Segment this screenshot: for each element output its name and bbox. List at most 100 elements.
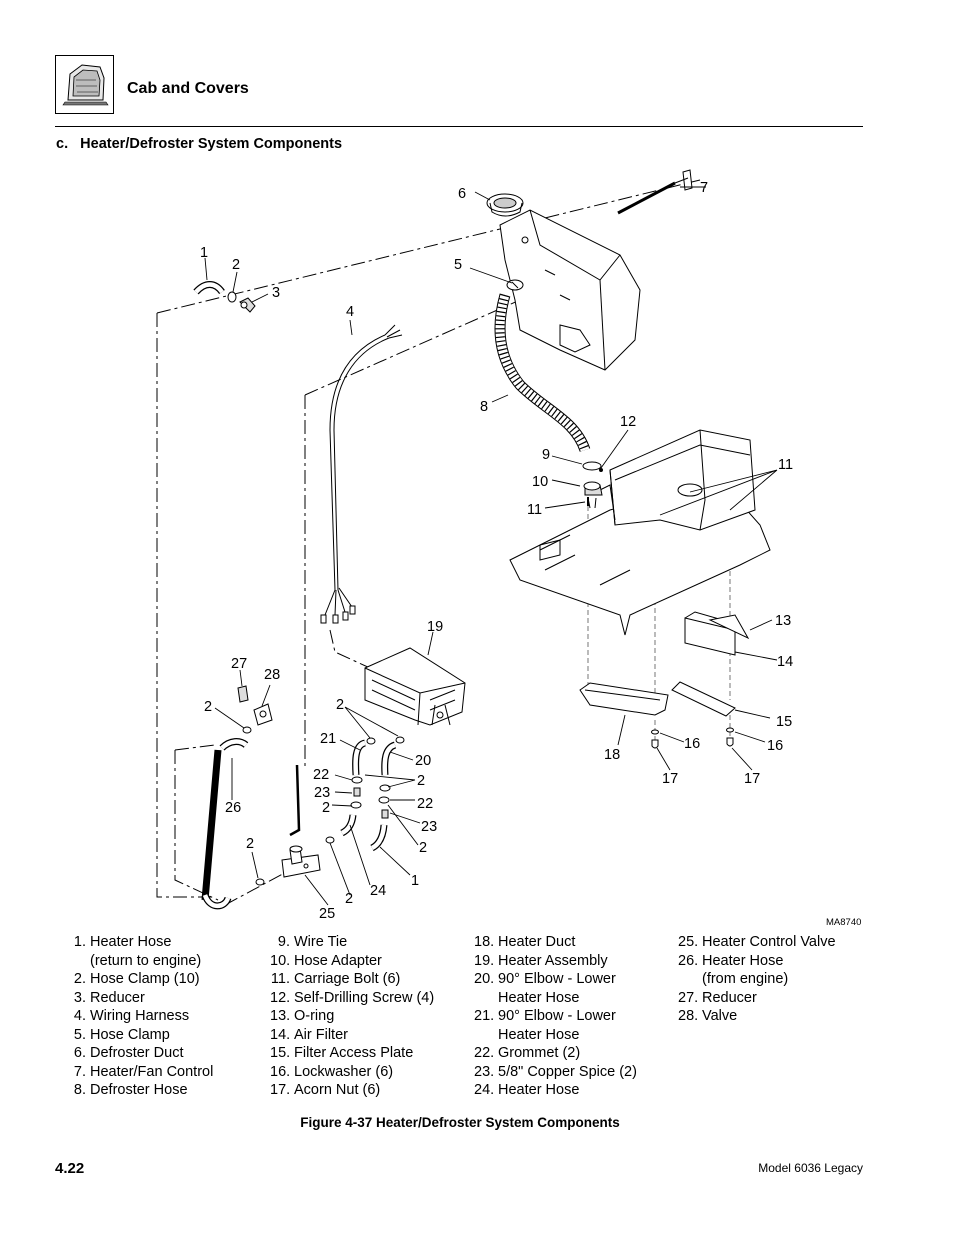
- legend-item: 25.Heater Control Valve: [678, 934, 836, 950]
- callout-1: 1: [200, 245, 208, 261]
- heater-control-valve-25: [281, 845, 321, 878]
- legend-item: 18.Heater Duct: [474, 934, 576, 950]
- figure-caption: Figure 4-37 Heater/Defroster System Comp…: [300, 1115, 620, 1130]
- o-ring-13: [708, 614, 750, 640]
- callout-17a: 17: [662, 771, 678, 787]
- callout-14: 14: [777, 654, 793, 670]
- legend-column-2: 9.Wire Tie 10.Hose Adapter 11.Carriage B…: [270, 933, 434, 1100]
- section-thumbnail: [55, 55, 114, 114]
- legend-column-4: 25.Heater Control Valve 26.Heater Hose(f…: [678, 933, 836, 1026]
- hose-clamp-2c: [255, 878, 265, 886]
- legend-item: 3.Reducer: [73, 989, 145, 1006]
- callout-2d: 2: [322, 800, 330, 816]
- callout-19: 19: [427, 619, 443, 635]
- legend-item: 23.5/8" Copper Spice (2): [474, 1063, 637, 1080]
- callout-21: 21: [320, 731, 336, 747]
- drawing-code: MA8740: [826, 917, 861, 928]
- callout-16a: 16: [684, 736, 700, 752]
- callout-18: 18: [604, 747, 620, 763]
- hose-clamp-2b: [242, 726, 252, 734]
- callout-11a: 11: [527, 502, 542, 518]
- callout-6: 6: [458, 186, 466, 202]
- legend-item: 16.Lockwasher (6): [270, 1063, 394, 1080]
- callout-10: 10: [532, 474, 548, 490]
- reducer-3: [239, 297, 256, 313]
- hose-clamp-2: [227, 291, 237, 303]
- legend-item: 14.Air Filter: [270, 1026, 348, 1043]
- heater-assembly-part: [364, 647, 466, 726]
- callout-22b: 22: [417, 796, 433, 812]
- defroster-hose: [494, 293, 591, 453]
- model-name: Model 6036 Legacy: [758, 1161, 863, 1175]
- lockwashers-16: [651, 727, 734, 735]
- elbow-20: [381, 741, 397, 776]
- heater-fan-control-part: [617, 169, 693, 215]
- callout-1b: 1: [411, 873, 419, 889]
- heater-duct-18: [579, 682, 669, 716]
- legend-item: 24.Heater Hose: [474, 1082, 580, 1098]
- callout-27: 27: [231, 656, 247, 672]
- legend-item: 26.Heater Hose(from engine): [678, 952, 789, 988]
- callout-2: 2: [232, 257, 240, 273]
- callout-26: 26: [225, 800, 241, 816]
- callout-2h: 2: [345, 891, 353, 907]
- callout-2b: 2: [336, 697, 344, 713]
- legend-column-3: 18.Heater Duct 19.Heater Assembly 20.90°…: [474, 933, 637, 1100]
- callout-15: 15: [776, 714, 792, 730]
- legend-item: 22.Grommet (2): [474, 1045, 581, 1061]
- callout-9: 9: [542, 447, 550, 463]
- defroster-duct-part: [486, 193, 524, 217]
- leader-lines: [204, 186, 778, 906]
- reducer-27: [237, 685, 249, 703]
- heater-hose-24: [340, 814, 357, 837]
- heater-hose-26: [201, 738, 249, 910]
- copper-splices-23: [353, 787, 389, 819]
- legend-item: 8.Defroster Hose: [73, 1082, 188, 1098]
- legend-item: 27.Reducer: [678, 989, 757, 1006]
- heater-hose-1: [193, 281, 225, 295]
- legend-item: 12.Self-Drilling Screw (4): [270, 989, 435, 1006]
- callout-25: 25: [319, 906, 335, 922]
- callout-2g: 2: [246, 836, 254, 852]
- valve-28: [253, 703, 273, 726]
- callout-3: 3: [272, 285, 280, 301]
- legend-item: 6.Defroster Duct: [73, 1045, 184, 1061]
- legend-item: 11.Carriage Bolt (6): [270, 971, 401, 987]
- defroster-duct-housing: [499, 209, 641, 371]
- legend-item: 5.Hose Clamp: [73, 1026, 170, 1043]
- floor-pan: [509, 429, 771, 636]
- callout-11b: 11: [778, 457, 793, 473]
- callout-8: 8: [480, 399, 488, 415]
- callout-22a: 22: [313, 767, 329, 783]
- callout-7: 7: [700, 180, 708, 196]
- hose-adapter-10: [582, 461, 603, 509]
- legend-item: 4.Wiring Harness: [73, 1008, 190, 1024]
- callout-12: 12: [620, 414, 636, 430]
- callout-4: 4: [346, 304, 354, 320]
- callout-2e: 2: [419, 840, 427, 856]
- legend-item: 7.Heater/Fan Control: [73, 1063, 214, 1080]
- callout-23a: 23: [314, 785, 330, 801]
- legend-item: 17.Acorn Nut (6): [270, 1082, 381, 1098]
- callout-2f: 2: [204, 699, 212, 715]
- legend-item: 13.O-ring: [270, 1008, 335, 1024]
- acorn-nuts-17: [651, 737, 734, 749]
- cab-thumbnail-icon: [62, 64, 109, 106]
- legend-item: 2.Hose Clamp (10): [73, 971, 200, 987]
- callout-numbers: 1 2 3 4 5 6 7 8 9 10 11 11 12 13 14 15 1…: [200, 180, 861, 928]
- legend-column-1: 1.Heater Hose(return to engine) 2.Hose C…: [66, 933, 213, 1100]
- wiring-harness-part: [320, 324, 403, 624]
- legend-item: 10.Hose Adapter: [270, 952, 382, 969]
- callout-13: 13: [775, 613, 791, 629]
- hose-clamp-5: [506, 279, 524, 291]
- legend-item: 28.Valve: [678, 1008, 738, 1024]
- valve-cable: [289, 764, 301, 837]
- header-rule: [55, 126, 863, 127]
- hose-clamp-2d: [325, 836, 335, 844]
- callout-23b: 23: [421, 819, 437, 835]
- section-header-title: Cab and Covers: [127, 80, 249, 97]
- callout-28: 28: [264, 667, 280, 683]
